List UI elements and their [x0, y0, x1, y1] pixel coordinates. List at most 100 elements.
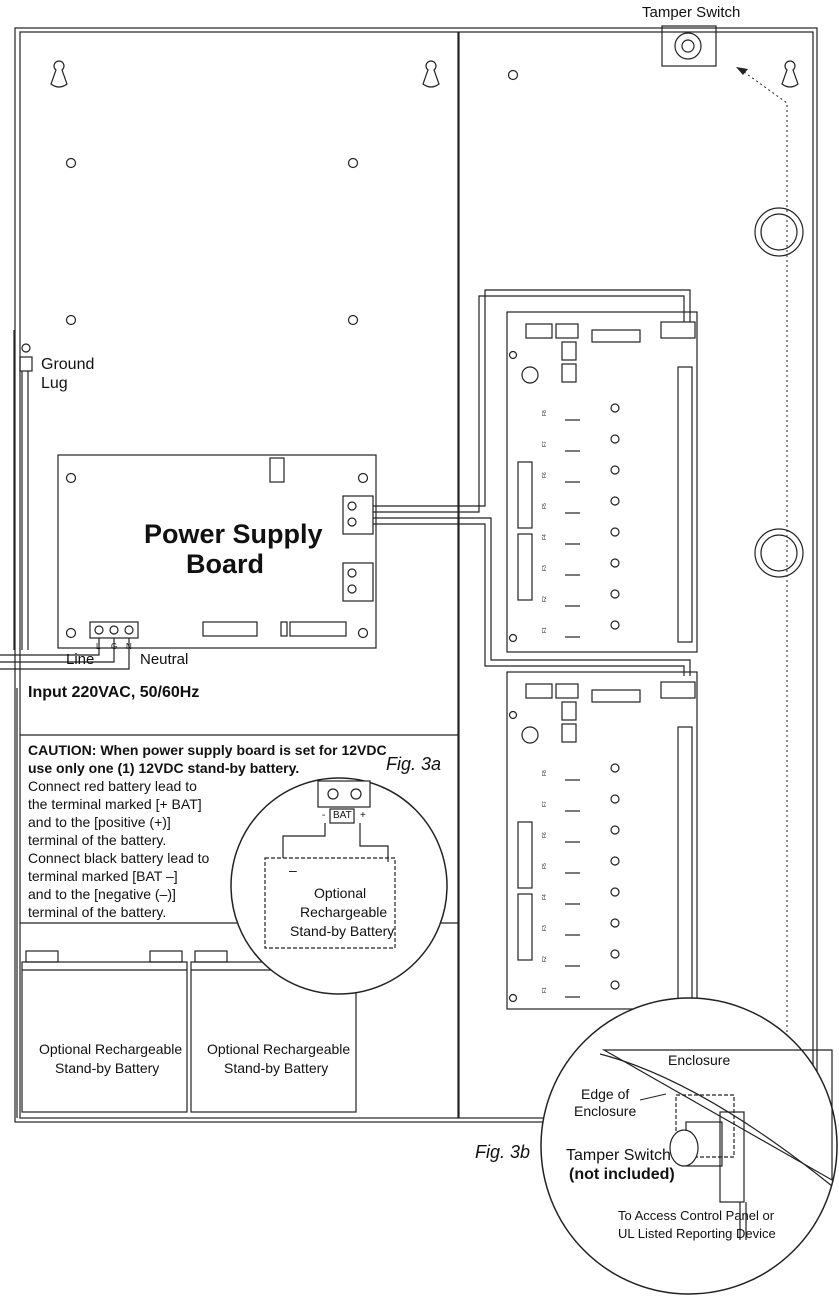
- relay-mount-hole: [508, 633, 518, 643]
- enclosure-label: Enclosure: [668, 1052, 731, 1068]
- terminal-l-label: L: [96, 642, 101, 651]
- battery-left: [21, 950, 188, 1113]
- relay-trigger-terminal: [517, 533, 533, 601]
- line-label: Line: [66, 651, 95, 668]
- relay-indicator: [610, 527, 620, 537]
- caution-body-8: terminal of the battery.: [28, 904, 167, 920]
- tamper-switch-top-label: Tamper Switch: [642, 4, 741, 21]
- relay-fuse-label: F8: [542, 770, 548, 776]
- tamper-wire-dotted: [739, 68, 788, 1040]
- edge-of-enclosure-label-1: Edge of: [581, 1086, 630, 1102]
- relay-indicator: [610, 825, 620, 835]
- caution-body-6: terminal marked [BAT –]: [28, 868, 178, 884]
- relay-fuse-label: F6: [542, 472, 548, 478]
- relay-top-connector: [525, 323, 553, 339]
- relay-indicator: [610, 589, 620, 599]
- battery-minus-sign: –: [289, 862, 297, 878]
- relay-top-connector: [555, 683, 579, 699]
- relay-dip-switch: [561, 723, 577, 743]
- relay-indicator: [610, 558, 620, 568]
- relay-fuse-label: F5: [542, 863, 548, 869]
- relay-fuse-label: F6: [542, 832, 548, 838]
- relay-fuse-label: F3: [542, 925, 548, 931]
- caution-heading-2: use only one (1) 12VDC stand-by battery.: [28, 760, 300, 776]
- relay-indicator: [610, 465, 620, 475]
- edge-of-enclosure-label-2: Enclosure: [574, 1103, 637, 1119]
- bat-label: BAT: [333, 810, 352, 821]
- relay-fuse-label: F8: [542, 410, 548, 416]
- relay-fuse-label: F4: [542, 534, 548, 540]
- relay-led: [521, 366, 539, 384]
- relay-top-connector: [525, 683, 553, 699]
- knockouts: [754, 207, 804, 578]
- tamper-arrow: [736, 67, 748, 75]
- relay-fuse-holder: [591, 689, 641, 703]
- relay-fuse-label: F5: [542, 503, 548, 509]
- tamper-detail-label-1: Tamper Switch: [566, 1147, 671, 1164]
- relay-fuse-label: F7: [542, 801, 548, 807]
- relay-fuse-label: F1: [542, 627, 548, 633]
- relay-trigger-terminal: [517, 821, 533, 889]
- ground-lug-label-1: Ground: [41, 356, 95, 373]
- caution-body-1: Connect red battery lead to: [28, 778, 197, 794]
- psu-to-relay-wires: [373, 289, 691, 676]
- relay-trigger-terminal: [517, 461, 533, 529]
- relay-dip-switch: [561, 363, 577, 383]
- relay-output-terminal: [677, 726, 693, 1003]
- caution-body-2: the terminal marked [+ BAT]: [28, 796, 202, 812]
- caution-heading-1: CAUTION: When power supply board is set …: [28, 742, 387, 758]
- battery-right-label-2: Stand-by Battery: [224, 1060, 329, 1076]
- relay-power-connector: [660, 321, 696, 339]
- relay-indicator: [610, 856, 620, 866]
- power-supply-board-outline: [57, 454, 377, 649]
- relay-indicator: [610, 980, 620, 990]
- relay-top-connector: [555, 323, 579, 339]
- tamper-switch-top: [661, 25, 717, 67]
- caution-body-5: Connect black battery lead to: [28, 850, 210, 866]
- relay-output-terminal: [677, 366, 693, 643]
- fig3b-detail: [540, 997, 838, 1295]
- relay-fuse-label: F2: [542, 596, 548, 602]
- battery-left-label-2: Stand-by Battery: [55, 1060, 160, 1076]
- relay-trigger-terminal: [517, 893, 533, 961]
- fig3b-label: Fig. 3b: [475, 1142, 531, 1162]
- bat-minus-label: -: [322, 810, 326, 821]
- battery-right-label-1: Optional Rechargeable: [207, 1041, 351, 1057]
- access-panel-label-1: To Access Control Panel or: [618, 1208, 775, 1223]
- fig3a-battery-label-3: Stand-by Battery: [290, 923, 395, 939]
- psu-title-1: Power Supply: [144, 519, 323, 549]
- keyhole-slots: [50, 60, 799, 88]
- mounting-holes: [65, 69, 519, 326]
- relay-indicator: [610, 918, 620, 928]
- caution-body-7: and to the [negative (–)]: [28, 886, 176, 902]
- battery-left-label-1: Optional Rechargeable: [39, 1041, 183, 1057]
- input-label: Input 220VAC, 50/60Hz: [28, 684, 200, 701]
- relay-fuse-holder: [591, 329, 641, 343]
- terminal-n-label: N: [126, 642, 132, 651]
- access-panel-label-2: UL Listed Reporting Device: [618, 1226, 776, 1241]
- relay-indicator: [610, 949, 620, 959]
- relay-dip-switch: [561, 701, 577, 721]
- psu-title-2: Board: [186, 549, 265, 579]
- ac-input-wires: [0, 330, 130, 1118]
- fig3a-detail: [230, 777, 448, 995]
- relay-indicator: [610, 403, 620, 413]
- relay-led: [521, 726, 539, 744]
- relay-indicator: [610, 620, 620, 630]
- relay-fuse-label: F2: [542, 956, 548, 962]
- ground-lug: [19, 343, 33, 650]
- relay-mount-hole: [508, 710, 518, 720]
- relay-mount-hole: [508, 350, 518, 360]
- tamper-detail-label-2: (not included): [569, 1166, 675, 1183]
- fig3a-battery-label-2: Rechargeable: [300, 904, 388, 920]
- terminal-g-label: G: [111, 642, 118, 651]
- relay-fuse-label: F4: [542, 894, 548, 900]
- caution-body-4: terminal of the battery.: [28, 832, 167, 848]
- relay-fuse-label: F7: [542, 441, 548, 447]
- relay-indicator: [610, 763, 620, 773]
- fig3a-label: Fig. 3a: [386, 754, 442, 774]
